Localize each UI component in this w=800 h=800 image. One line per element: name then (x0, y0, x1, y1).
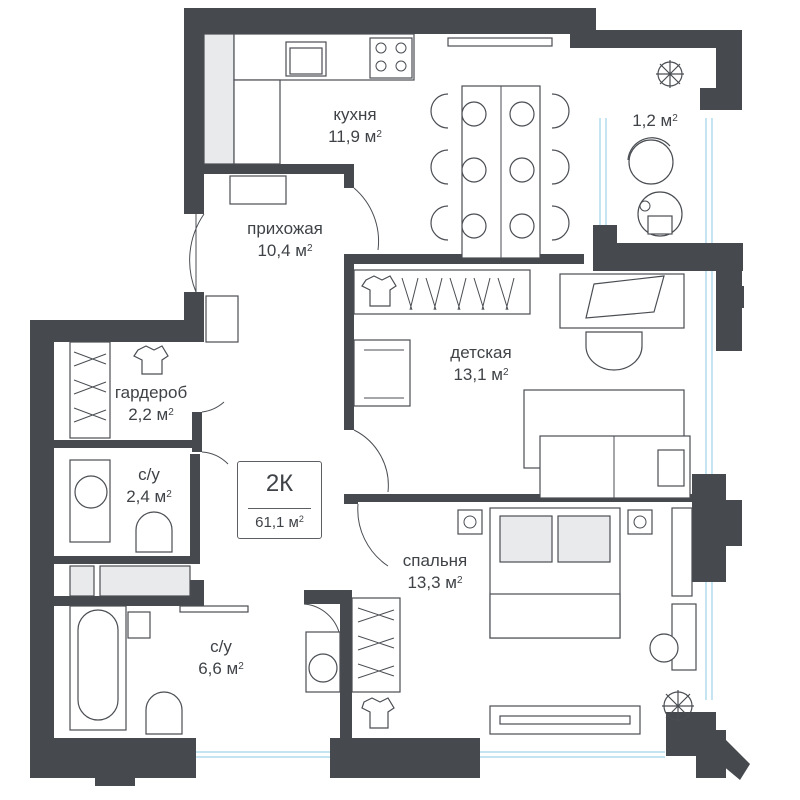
total-area-value: 61,1 м (255, 514, 299, 531)
area-unit-exponent: 2 (298, 514, 304, 524)
room-area: 6,6 м (198, 659, 239, 678)
balcony-furniture (627, 60, 684, 237)
room-label-nursery: детская 13,1 м2 (426, 342, 536, 386)
room-label-small-bath: с/у 2,4 м2 (104, 464, 194, 508)
area-unit-exponent: 2 (168, 407, 174, 418)
room-label-hallway: прихожая 10,4 м2 (222, 218, 348, 262)
room-label-large-bath: с/у 6,6 м2 (176, 636, 266, 680)
area-unit-exponent: 2 (238, 661, 244, 672)
room-name: с/у (138, 465, 160, 484)
room-name: с/у (210, 637, 232, 656)
toilet-icon (135, 511, 173, 553)
nursery-furniture (353, 269, 691, 499)
shirt-icon (361, 275, 397, 307)
apartment-summary-badge: 2К 61,1 м2 (237, 461, 322, 539)
plant-icon (656, 60, 684, 88)
room-name: прихожая (247, 219, 323, 238)
total-area: 61,1 м2 (238, 514, 321, 531)
wardrobe-icon (351, 597, 401, 693)
room-area: 13,1 м (453, 365, 503, 384)
small-bath-furniture (69, 459, 191, 597)
bedroom-furniture (351, 507, 697, 735)
area-unit-exponent: 2 (166, 489, 172, 500)
area-unit-exponent: 2 (376, 129, 382, 140)
room-area: 2,2 м (128, 405, 169, 424)
armchair-icon (627, 137, 674, 185)
room-label-balcony: 1,2 м2 (620, 110, 690, 132)
room-area: 13,3 м (407, 573, 457, 592)
room-area: 2,4 м (126, 487, 167, 506)
room-area: 10,4 м (257, 241, 307, 260)
room-name: гардероб (114, 383, 188, 402)
area-unit-exponent: 2 (502, 367, 509, 378)
room-area: 11,9 м (328, 127, 377, 146)
area-unit-exponent: 2 (456, 575, 463, 586)
apartment-type: 2К (265, 470, 294, 497)
room-area: 1,2 м (632, 111, 673, 130)
room-name: кухня (333, 105, 377, 124)
bathtub-icon (69, 605, 127, 731)
wardrobe-furniture (69, 295, 239, 439)
sink-icon (69, 459, 111, 543)
room-name: детская (450, 343, 512, 362)
area-unit-exponent: 2 (306, 243, 313, 254)
kitchen-furniture (203, 33, 570, 259)
room-label-bedroom: спальня 13,3 м2 (380, 550, 490, 594)
area-unit-exponent: 2 (672, 113, 678, 124)
large-bath-furniture (69, 605, 341, 735)
doors (189, 187, 389, 637)
bed-icon (489, 507, 621, 639)
room-name: спальня (402, 551, 468, 570)
stove-icon (369, 37, 413, 79)
walls (30, 8, 750, 786)
badge-divider (248, 508, 311, 509)
plant-icon (662, 690, 694, 722)
room-label-wardrobe: гардероб 2,2 м2 (96, 382, 206, 426)
room-label-kitchen: кухня 11,9 м2 (300, 104, 410, 148)
